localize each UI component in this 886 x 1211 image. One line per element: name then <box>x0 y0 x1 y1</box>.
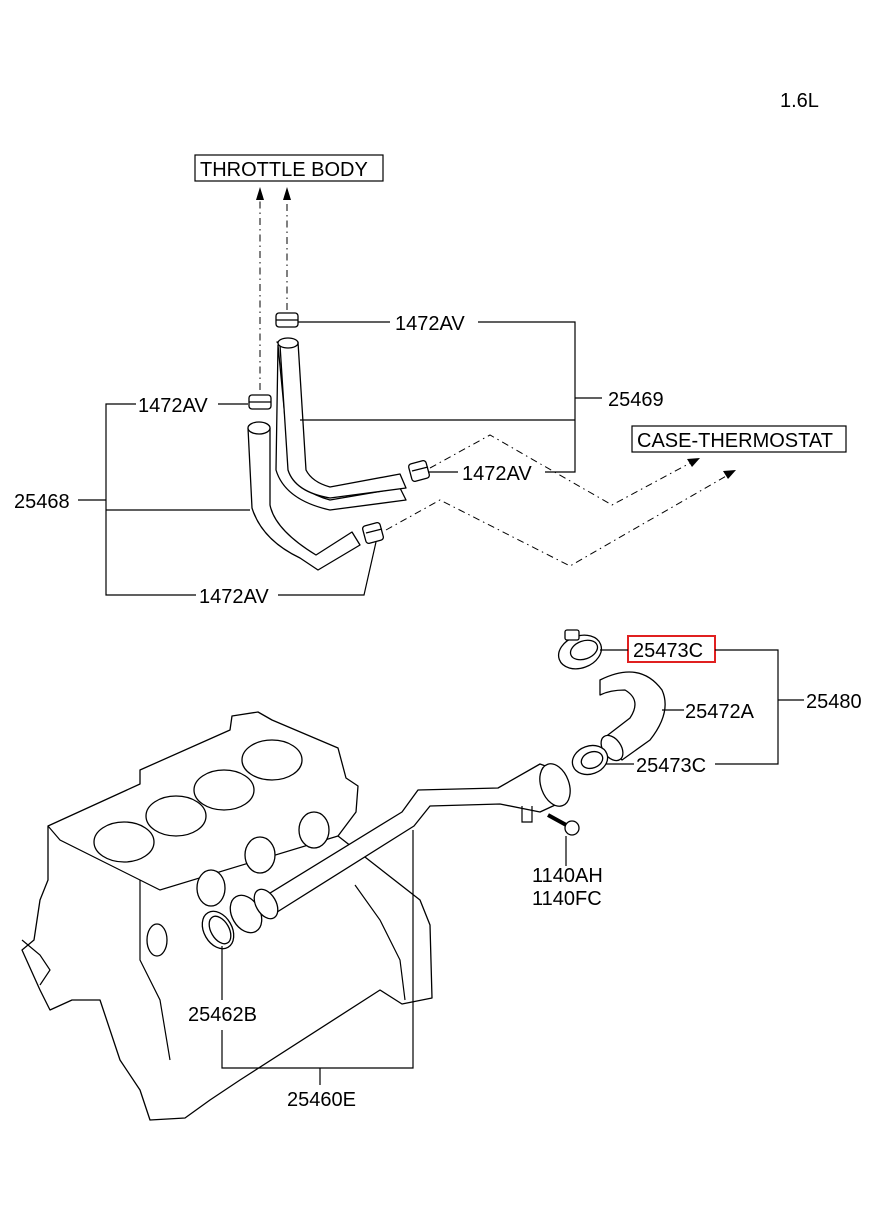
arrow-head-icon <box>256 187 264 200</box>
label-25460e: 25460E <box>287 1089 356 1111</box>
upper-leaders <box>78 321 602 596</box>
label-1140fc: 1140FC <box>532 888 602 910</box>
arrow-head-icon <box>283 187 291 200</box>
label-1472av-top: 1472AV <box>395 313 465 335</box>
hose-assy-leaders <box>600 649 804 765</box>
label-25462b: 25462B <box>188 1004 257 1026</box>
throttle-body-box <box>194 154 384 182</box>
arrow-head-icon <box>687 458 700 467</box>
water-pipe-25460e <box>229 763 571 934</box>
label-25468: 25468 <box>14 491 70 513</box>
o-ring-25462b <box>201 910 235 950</box>
label-25473c-lower: 25473C <box>636 755 706 777</box>
case-thermostat-callout: CASE-THERMOSTAT <box>631 425 847 453</box>
thermostat-dashed-paths <box>385 434 736 567</box>
engine-block <box>21 711 433 1121</box>
label-1472av-mid: 1472AV <box>462 463 532 485</box>
clamp-25473c-lower <box>571 744 609 776</box>
highlight-box <box>627 635 716 663</box>
hose-25469 <box>275 337 407 511</box>
hose-25468 <box>247 421 361 571</box>
label-25469: 25469 <box>608 389 664 411</box>
clamps-1472av <box>248 312 430 544</box>
label-1472av-left: 1472AV <box>138 395 208 417</box>
clamp-left <box>248 394 272 410</box>
clamp-bottom <box>362 522 384 544</box>
case-thermostat-label: CASE-THERMOSTAT <box>637 430 833 452</box>
arrow-head-icon <box>723 470 736 479</box>
label-1472av-bottom: 1472AV <box>199 586 269 608</box>
label-1140ah: 1140AH <box>532 865 603 887</box>
throttle-body-arrows <box>256 187 291 390</box>
clamp-mid <box>408 460 430 482</box>
engine-label: 1.6L <box>780 90 819 112</box>
clamp-top <box>275 312 299 328</box>
clamp-25473c-upper <box>557 629 603 670</box>
label-25472a: 25472A <box>685 701 755 723</box>
label-25480: 25480 <box>806 691 862 713</box>
bolt-1140 <box>547 813 580 836</box>
case-thermostat-box <box>631 425 847 453</box>
label-25473c-highlighted[interactable]: 25473C <box>633 640 703 662</box>
lower-leaders <box>221 830 567 1085</box>
throttle-body-callout: THROTTLE BODY <box>194 154 384 182</box>
radiator-hose-25472a <box>599 671 666 762</box>
highlighted-part-callout[interactable]: 25473C <box>627 635 716 663</box>
throttle-body-label: THROTTLE BODY <box>200 159 368 181</box>
